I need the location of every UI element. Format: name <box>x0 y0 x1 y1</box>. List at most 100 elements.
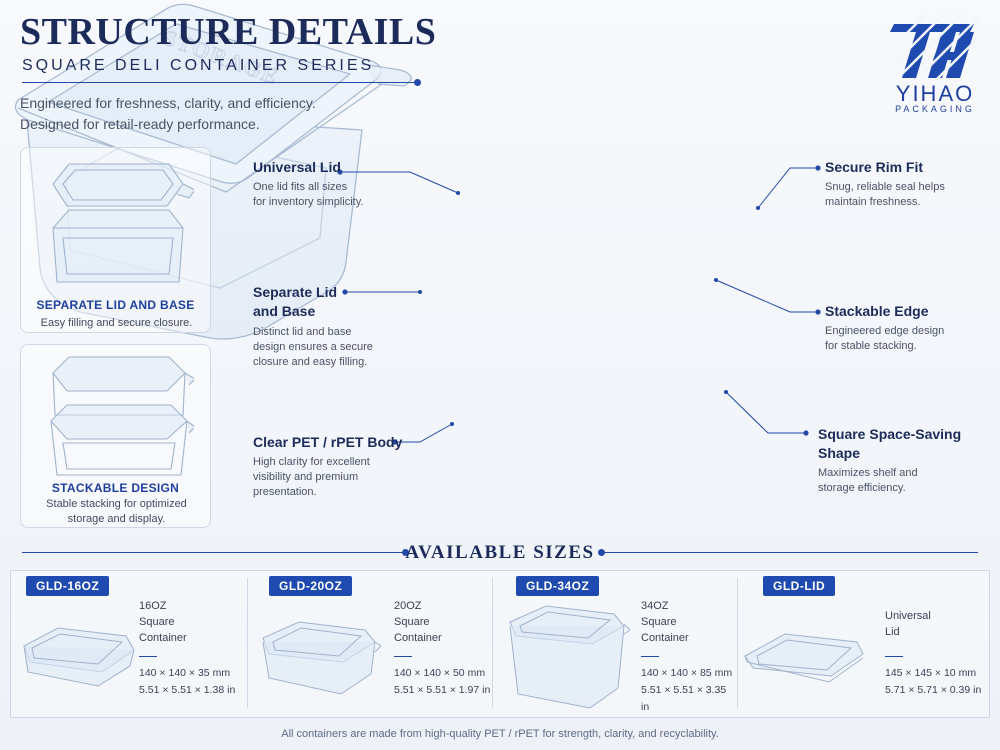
side-card-stackable: STACKABLE DESIGN Stable stacking for opt… <box>20 344 211 528</box>
callout-title: Secure Rim Fit <box>825 159 924 175</box>
callout-desc-line: Distinct lid and base <box>253 326 352 338</box>
side-card-desc-line-2: storage and display. <box>67 513 166 525</box>
callout-separate-lid: Separate Lid and Base Distinct lid and b… <box>253 283 373 370</box>
callout-desc: Maximizes shelf and storage efficiency. <box>818 466 1000 496</box>
size-name: 34OZ Square Container <box>641 598 689 646</box>
size-dim-in: 5.51 × 5.51 × 1.97 in <box>394 684 491 696</box>
subtitle-rule <box>22 82 417 83</box>
callout-desc-line: Maximizes shelf and <box>818 467 918 479</box>
footer-note: All containers are made from high-qualit… <box>281 728 719 740</box>
size-dim-in: 5.71 × 5.71 × 0.39 in <box>885 684 982 696</box>
callout-desc-line: storage efficiency. <box>818 482 906 494</box>
sizes-dot-left <box>402 549 409 556</box>
separate-lid-base-image <box>52 163 194 283</box>
callout-title: Square Space-Saving Shape <box>818 426 962 461</box>
callout-desc-line: One lid fits all sizes <box>253 181 348 193</box>
callout-title-line-1: Separate Lid <box>253 284 338 300</box>
callout-desc-line: for inventory simplicity. <box>253 196 364 208</box>
size-name-line: Container <box>139 632 187 644</box>
size-item-16oz: GLD-16OZ 16OZ Square Container 140 × 140… <box>10 570 247 718</box>
sizes-dot-right <box>598 549 605 556</box>
logo-sub: PACKAGING <box>895 104 975 114</box>
stackable-design-image <box>50 356 194 476</box>
callout-desc-line: closure and easy filling. <box>253 356 368 368</box>
size-dash <box>139 656 157 657</box>
universal-lid-image <box>744 633 864 683</box>
tagline-line-1: Engineered for freshness, clarity, and e… <box>20 95 316 111</box>
callout-desc-line: maintain freshness. <box>825 196 921 208</box>
tagline-line-2: Designed for retail-ready performance. <box>20 116 260 132</box>
size-dim-mm: 145 × 145 × 10 mm <box>885 667 977 679</box>
callout-clear-pet: Clear PET / rPET Body High clarity for e… <box>253 433 402 500</box>
size-code-badge: GLD-20OZ <box>269 576 353 596</box>
size-name-line: Universal <box>885 610 931 622</box>
size-code-badge: GLD-34OZ <box>516 576 600 596</box>
callout-desc: Distinct lid and base design ensures a s… <box>253 325 373 370</box>
size-dim-in: 5.51 × 5.51 × 1.38 in <box>139 684 236 696</box>
size-name-line: Container <box>394 632 442 644</box>
size-dim-mm: 140 × 140 × 50 mm <box>394 667 486 679</box>
size-dim-mm: 140 × 140 × 85 mm <box>641 667 733 679</box>
callout-desc-line: for stable stacking. <box>825 340 917 352</box>
size-name: 16OZ Square Container <box>139 598 187 646</box>
container-20oz-image <box>262 621 381 695</box>
size-code-badge: GLD-LID <box>763 576 836 596</box>
sizes-rule-right <box>602 552 978 553</box>
sizes-rule-left <box>22 552 405 553</box>
size-dash <box>885 656 903 657</box>
page-title: STRUCTURE DETAILS <box>20 11 437 53</box>
size-dash <box>641 656 659 657</box>
callout-desc-line: Engineered edge design <box>825 325 945 337</box>
callout-desc-line: Snug, reliable seal helps <box>825 181 945 193</box>
size-name-line: Container <box>641 632 689 644</box>
size-code-badge: GLD-16OZ <box>26 576 110 596</box>
side-card-desc: Stable stacking for optimized storage an… <box>29 497 204 527</box>
callout-stackable-edge: Stackable Edge Engineered edge design fo… <box>825 302 944 354</box>
size-name-line: 20OZ <box>394 600 422 612</box>
size-dim-in: 5.51 × 5.51 × 3.35 in <box>641 684 727 713</box>
sizes-title: AVAILABLE SIZES <box>405 542 595 563</box>
callout-desc: Engineered edge design for stable stacki… <box>825 324 944 354</box>
size-item-lid: GLD-LID Universal Lid 145 × 145 × 10 mm … <box>744 570 990 718</box>
yihao-logo-mark-icon <box>886 14 980 80</box>
side-card-separate: SEPARATE LID AND BASE Easy filling and s… <box>20 147 211 333</box>
size-dims: 140 × 140 × 35 mm 5.51 × 5.51 × 1.38 in <box>139 665 235 699</box>
callout-desc: One lid fits all sizes for inventory sim… <box>253 180 363 210</box>
logo-name: YIHAO <box>895 81 975 106</box>
container-34oz-image <box>509 605 630 709</box>
side-card-caption: STACKABLE DESIGN <box>51 481 180 495</box>
tagline: Engineered for freshness, clarity, and e… <box>20 93 316 135</box>
size-name-line: Square <box>641 616 677 628</box>
side-card-caption: SEPARATE LID AND BASE <box>36 298 195 312</box>
size-name-line: 16OZ <box>139 600 167 612</box>
callout-desc: Snug, reliable seal helps maintain fresh… <box>825 180 945 210</box>
size-name: 20OZ Square Container <box>394 598 442 646</box>
callout-universal-lid: Universal Lid One lid fits all sizes for… <box>253 158 363 210</box>
size-dash <box>394 656 412 657</box>
size-divider <box>492 578 493 708</box>
callout-title: Stackable Edge <box>825 303 929 319</box>
size-divider <box>247 578 248 708</box>
size-name-line: Square <box>394 616 430 628</box>
size-name-line: Lid <box>885 626 900 638</box>
side-card-desc-line-1: Stable stacking for optimized <box>46 498 187 510</box>
size-dims: 145 × 145 × 10 mm 5.71 × 5.71 × 0.39 in <box>885 665 981 699</box>
callout-desc-line: design ensures a secure <box>253 341 373 353</box>
callout-desc-line: visibility and premium <box>253 471 359 483</box>
page-subtitle: SQUARE DELI CONTAINER SERIES <box>22 57 375 74</box>
side-card-desc: Easy filling and secure closure. <box>40 317 193 329</box>
callout-title: Universal Lid <box>253 159 341 175</box>
subtitle-dot <box>414 79 421 86</box>
size-name-line: Square <box>139 616 175 628</box>
size-dims: 140 × 140 × 50 mm 5.51 × 5.51 × 1.97 in <box>394 665 490 699</box>
size-item-34oz: GLD-34OZ 34OZ Square Container 140 × 140… <box>500 570 737 718</box>
size-name-line: 34OZ <box>641 600 669 612</box>
size-dim-mm: 140 × 140 × 35 mm <box>139 667 231 679</box>
callout-square-shape: Square Space-Saving Shape Maximizes shel… <box>818 425 1000 496</box>
callout-secure-rim: Secure Rim Fit Snug, reliable seal helps… <box>825 158 945 210</box>
callout-desc-line: presentation. <box>253 486 317 498</box>
container-16oz-image <box>23 627 135 687</box>
callout-title: Clear PET / rPET Body <box>253 434 403 450</box>
callout-desc: High clarity for excellent visibility an… <box>253 455 402 500</box>
callout-title-line-2: and Base <box>253 303 316 319</box>
